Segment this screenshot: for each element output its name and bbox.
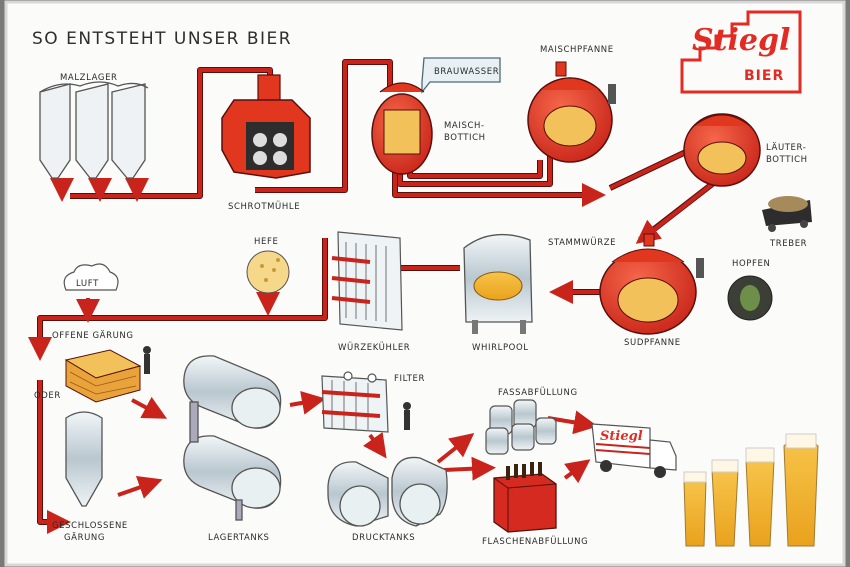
wuerzekuehler-unit — [331, 231, 403, 331]
brauwasser-tag: BRAUWASSER — [421, 57, 501, 94]
geschlossene-label-2: GÄRUNG — [64, 532, 105, 543]
hopfen-disc — [727, 275, 773, 321]
poster-title: SO ENTSTEHT UNSER BIER — [32, 29, 292, 49]
laeuterbottich-vessel — [683, 113, 761, 187]
stiegl-logo: Stiegl BIER — [680, 10, 802, 94]
hefe-label: HEFE — [254, 237, 278, 247]
malzlager-label: MALZLAGER — [60, 73, 118, 83]
svg-text:LUFT: LUFT — [76, 279, 99, 289]
oder-label: ODER — [34, 391, 61, 401]
whirlpool-tank — [463, 234, 533, 334]
schrotmuehle-machine — [221, 74, 311, 179]
maischbottich-label-1: MAISCH- — [444, 121, 485, 131]
drucktanks — [327, 456, 448, 527]
luft-cloud: LUFT — [63, 263, 119, 291]
svg-text:BIER: BIER — [744, 68, 784, 84]
offene-gaerung-vat — [64, 346, 151, 403]
delivery-truck: Stiegl — [591, 423, 677, 478]
maischbottich-label-2: BOTTICH — [444, 133, 486, 143]
truck-logo: Stiegl — [600, 429, 643, 444]
filter-unit — [321, 371, 411, 433]
schrotmuehle-label: SCHROTMÜHLE — [228, 201, 300, 212]
beer-glasses — [683, 433, 819, 547]
maischbottich-vessel — [371, 82, 433, 175]
lagertanks — [183, 355, 282, 521]
maischpfanne-label: MAISCHPFANNE — [540, 45, 614, 55]
hefe-disc — [246, 250, 290, 294]
maischpfanne-vessel — [527, 61, 616, 163]
pipework — [28, 59, 722, 534]
laeuterbottich-label-2: BOTTICH — [766, 155, 808, 165]
whirlpool-label: WHIRLPOOL — [472, 343, 529, 353]
wuerzekuehler-label: WÜRZEKÜHLER — [338, 342, 410, 353]
geschlossene-label-1: GESCHLOSSENE — [52, 521, 128, 531]
filter-label: FILTER — [394, 374, 425, 384]
drucktanks-label: DRUCKTANKS — [352, 533, 415, 543]
malzlager-silos — [39, 81, 149, 179]
fassabfuellung-label: FASSABFÜLLUNG — [498, 387, 578, 398]
svg-text:BRAUWASSER: BRAUWASSER — [434, 67, 499, 77]
malz-arrows — [50, 178, 149, 202]
geschlossene-gaerung-tank — [65, 411, 103, 507]
sudpfanne-label: SUDPFANNE — [624, 338, 681, 348]
sudpfanne-vessel — [599, 233, 704, 335]
svg-text:Stiegl: Stiegl — [692, 23, 790, 58]
bottle-crate — [493, 462, 557, 533]
laeuterbottich-label-1: LÄUTER- — [766, 142, 806, 153]
offene-gaerung-label: OFFENE GÄRUNG — [52, 330, 134, 341]
treber-label: TREBER — [769, 239, 807, 249]
kegs — [485, 399, 557, 455]
stammwuerze-label: STAMMWÜRZE — [548, 237, 616, 248]
lagertanks-label: LAGERTANKS — [208, 533, 270, 543]
flaschenabfuellung-label: FLASCHENABFÜLLUNG — [482, 536, 588, 547]
hopfen-label: HOPFEN — [732, 259, 770, 269]
treber-wagon — [762, 196, 812, 232]
